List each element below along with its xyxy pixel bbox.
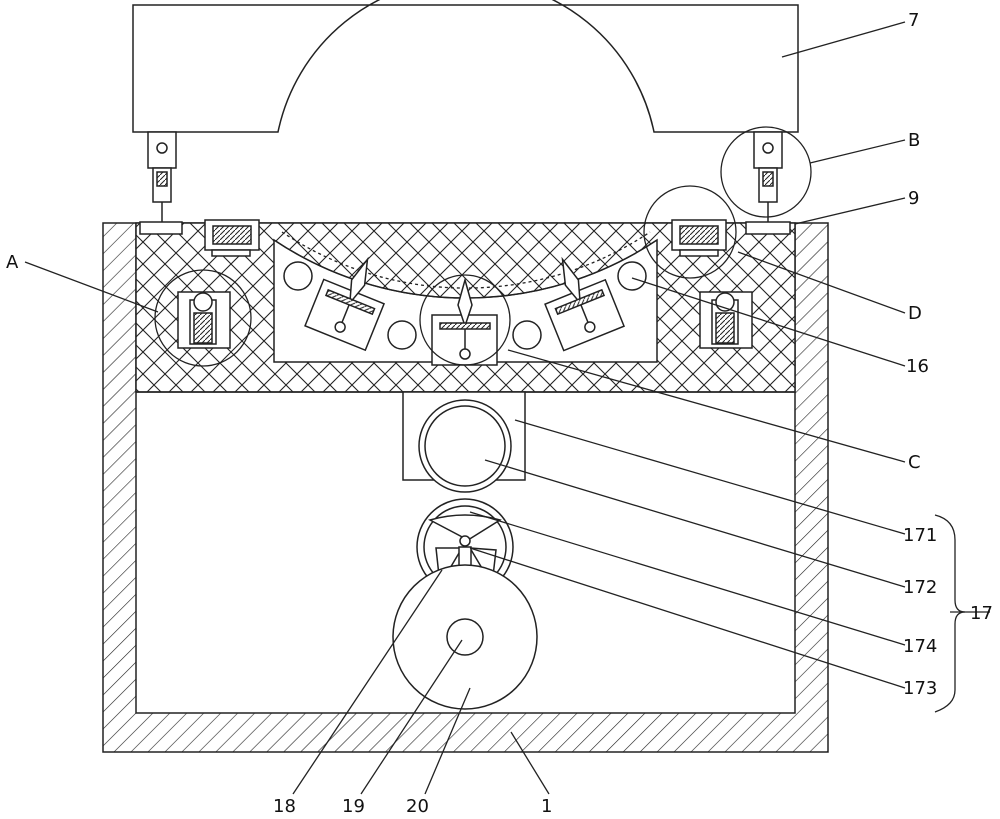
label-171: 171 bbox=[903, 525, 937, 546]
label-16: 16 bbox=[906, 356, 929, 377]
clamp-block-left bbox=[204, 219, 260, 257]
clamp-block-right bbox=[671, 219, 727, 257]
label-17: 17 bbox=[970, 603, 993, 624]
label-b: B bbox=[908, 130, 920, 151]
hinge-cylinder-right bbox=[745, 131, 791, 235]
leader-lines bbox=[24, 21, 990, 795]
label-9: 9 bbox=[908, 188, 919, 209]
hinge-cylinder-left bbox=[139, 131, 183, 235]
detail-circle-d bbox=[643, 185, 737, 279]
motor-mount bbox=[402, 391, 526, 493]
cam-disc bbox=[392, 564, 538, 710]
label-a: A bbox=[6, 252, 19, 273]
spring-box-left bbox=[177, 291, 231, 349]
label-7: 7 bbox=[908, 10, 919, 31]
label-c: C bbox=[908, 452, 921, 473]
label-1: 1 bbox=[541, 796, 552, 817]
detail-circle-b bbox=[720, 126, 812, 218]
cutter-unit-left bbox=[304, 256, 386, 352]
cutter-unit-center bbox=[431, 277, 498, 366]
callout-labels: 7 B 9 A D 16 C 171 172 17 174 173 18 19 … bbox=[6, 10, 993, 817]
cutter-unit-right bbox=[544, 256, 626, 352]
label-172: 172 bbox=[903, 577, 937, 598]
label-174: 174 bbox=[903, 636, 937, 657]
pressing-plate bbox=[132, 0, 799, 133]
detail-circle-c bbox=[419, 274, 511, 366]
spring-box-right bbox=[699, 291, 753, 349]
detail-circle-a bbox=[154, 269, 252, 367]
label-d: D bbox=[908, 303, 922, 324]
label-18: 18 bbox=[273, 796, 296, 817]
label-20: 20 bbox=[406, 796, 429, 817]
label-173: 173 bbox=[903, 678, 937, 699]
label-19: 19 bbox=[342, 796, 365, 817]
roller-channel bbox=[273, 231, 658, 350]
